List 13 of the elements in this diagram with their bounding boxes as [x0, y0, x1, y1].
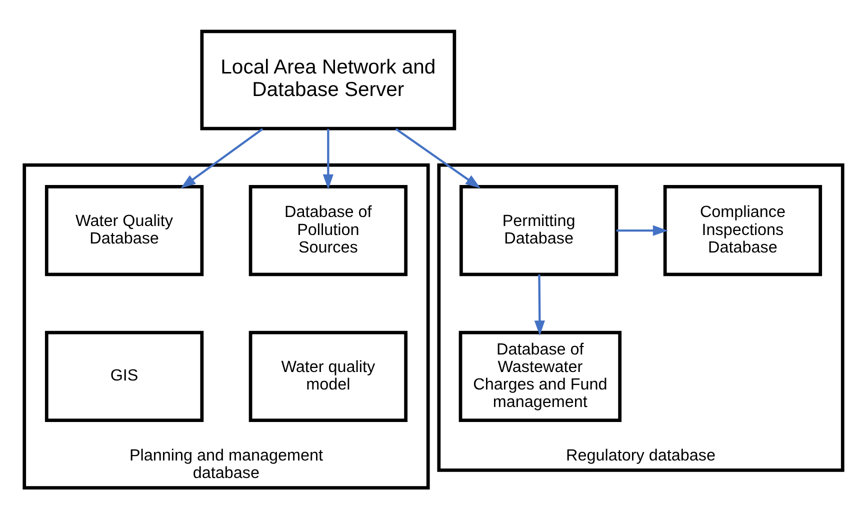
node-box: Permitting Database	[460, 184, 618, 276]
arrow	[616, 224, 668, 236]
arrow	[322, 128, 334, 189]
arrow	[180, 128, 264, 188]
arrow	[534, 274, 545, 336]
node-box: Compliance Inspections Database	[663, 184, 822, 276]
node-box: Local Area Network and Database Server	[200, 29, 456, 130]
node-box: GIS	[44, 330, 204, 422]
arrow	[395, 128, 481, 188]
node-box: Water quality model	[248, 330, 408, 422]
node-box: Water Quality Database	[44, 184, 204, 276]
node-box: Database of Pollution Sources	[248, 184, 408, 276]
node-box: Database of Wastewater Charges and Fund management	[458, 330, 622, 422]
